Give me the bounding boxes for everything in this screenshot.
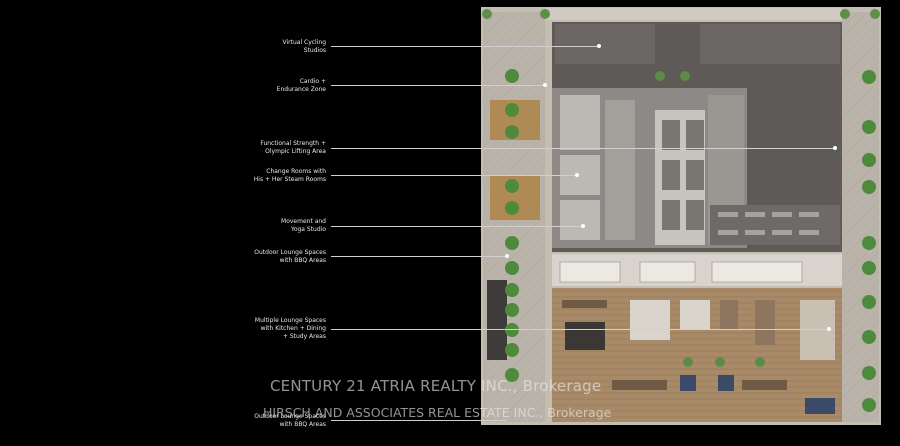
leader-cycling (331, 46, 599, 47)
label-outdoor-bbq-2: Outdoor Lounge Spaces with BBQ Areas (166, 413, 326, 429)
trees-right (862, 70, 876, 412)
leader-cardio (331, 85, 545, 86)
label-line: Virtual Cycling (282, 39, 327, 46)
label-line: Outdoor Lounge Spaces (254, 413, 326, 420)
label-line: His + Her Steam Rooms (253, 176, 326, 183)
label-line: Functional Strength + (260, 140, 326, 147)
leader-dot-cardio (543, 83, 547, 87)
label-outdoor-bbq: Outdoor Lounge Spaces with BBQ Areas (166, 249, 326, 265)
label-line: with Kitchen + Dining (260, 325, 326, 332)
label-line: with BBQ Areas (279, 257, 326, 264)
label-line: Endurance Zone (276, 86, 326, 93)
leader-dot-change (575, 173, 579, 177)
leader-dot-cycling (597, 44, 601, 48)
label-line: Cardio + (299, 78, 326, 85)
label-line: Multiple Lounge Spaces (254, 317, 326, 324)
label-line: Studios (303, 47, 326, 54)
lower-terrace (552, 368, 842, 422)
cycling-studio (555, 24, 655, 64)
leader-dot-outdoor-bbq (505, 254, 509, 258)
top-strip (545, 8, 842, 20)
cardio-zone (700, 24, 840, 64)
label-line: Olympic Lifting Area (265, 148, 326, 155)
label-line: + Study Areas (282, 333, 326, 340)
label-strength: Functional Strength + Olympic Lifting Ar… (166, 140, 326, 156)
leader-lounge (331, 329, 829, 330)
label-cardio: Cardio + Endurance Zone (166, 78, 326, 94)
label-line: with BBQ Areas (279, 421, 326, 428)
trees-left (505, 69, 519, 382)
label-change: Change Rooms with His + Her Steam Rooms (166, 168, 326, 184)
label-line: Movement and (281, 218, 326, 225)
leader-dot-strength (833, 146, 837, 150)
leader-outdoor-bbq-2 (331, 420, 507, 421)
label-yoga: Movement and Yoga Studio (166, 218, 326, 234)
label-line: Change Rooms with (266, 168, 326, 175)
label-line: Yoga Studio (290, 226, 326, 233)
leader-dot-yoga (581, 224, 585, 228)
leader-strength (331, 148, 835, 149)
label-lounge: Multiple Lounge Spaces with Kitchen + Di… (166, 317, 326, 341)
leader-outdoor-bbq (331, 256, 507, 257)
label-cycling: Virtual Cycling Studios (166, 39, 327, 55)
brokerage-watermark-2: HIRSCH AND ASSOCIATES REAL ESTATE INC., … (263, 405, 612, 420)
leader-change (331, 175, 577, 176)
yoga-studio (710, 205, 840, 245)
brokerage-watermark-1: CENTURY 21 ATRIA REALTY INC., Brokerage (270, 377, 602, 395)
leader-dot-lounge (827, 327, 831, 331)
leader-yoga (331, 226, 583, 227)
label-line: Outdoor Lounge Spaces (254, 249, 326, 256)
